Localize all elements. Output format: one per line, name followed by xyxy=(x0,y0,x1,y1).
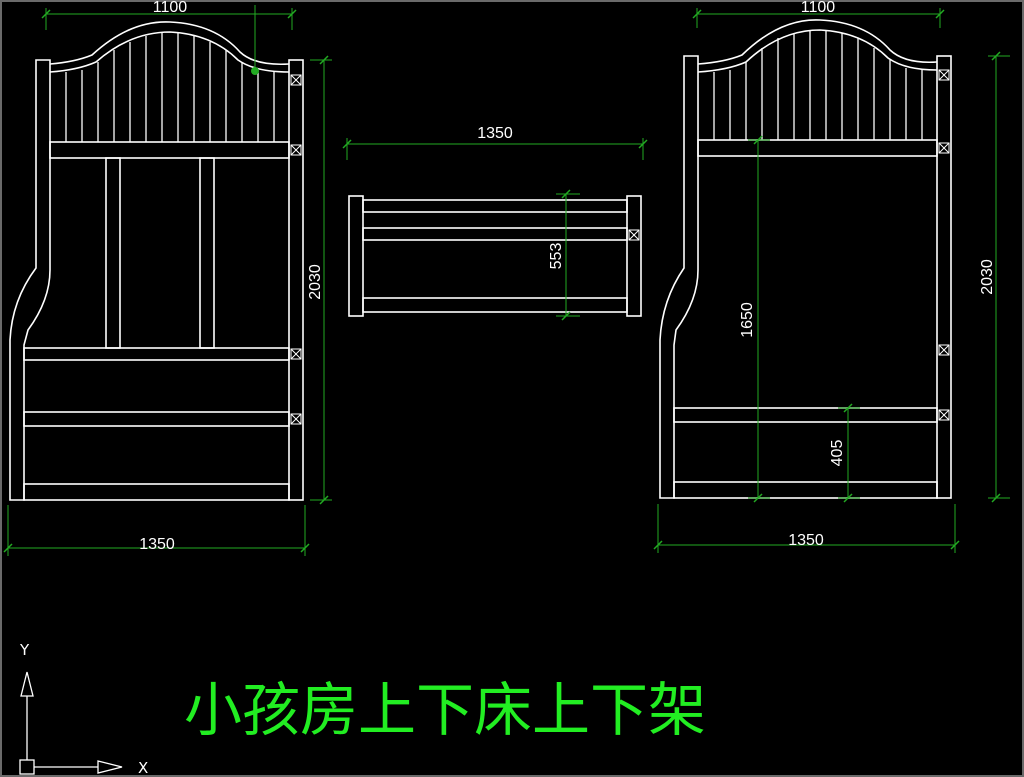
left-view-top-width-label: 1100 xyxy=(153,0,188,16)
middle-view-height-label: 553 xyxy=(548,243,565,270)
right-view-drawer-height-label: 405 xyxy=(829,440,846,467)
left-view-height-label: 2030 xyxy=(307,264,324,300)
right-view-height-label: 2030 xyxy=(979,259,996,295)
right-view-bottom-width-label: 1350 xyxy=(788,532,824,549)
left-view-dim-ticks xyxy=(3,9,329,553)
left-view-green-node xyxy=(251,67,259,75)
left-view-bolt-markers xyxy=(290,74,302,425)
middle-view-width-label: 1350 xyxy=(477,125,513,142)
drawing-title: 小孩房上下床上下架 xyxy=(184,676,706,744)
right-view-dimensions xyxy=(657,8,1010,553)
middle-view-dim-ticks xyxy=(342,139,648,321)
ucs-y-label: Y xyxy=(19,641,30,659)
right-bunk-bed-front-view[interactable] xyxy=(659,19,952,499)
middle-view-bolt-marker xyxy=(628,229,640,241)
ucs-icon xyxy=(19,671,123,775)
right-view-bolt-markers xyxy=(938,69,950,421)
right-view-top-width-label: 1100 xyxy=(801,0,836,16)
left-view-dimensions xyxy=(7,5,332,556)
right-view-dim-ticks xyxy=(653,9,1001,550)
right-view-inner-height-label: 1650 xyxy=(739,302,756,338)
middle-view-dimensions xyxy=(346,138,644,317)
ucs-x-label: X xyxy=(138,759,148,777)
guardrail-side-view[interactable] xyxy=(348,195,642,317)
left-bunk-bed-front-view[interactable] xyxy=(9,21,304,501)
left-view-bottom-width-label: 1350 xyxy=(139,536,175,553)
